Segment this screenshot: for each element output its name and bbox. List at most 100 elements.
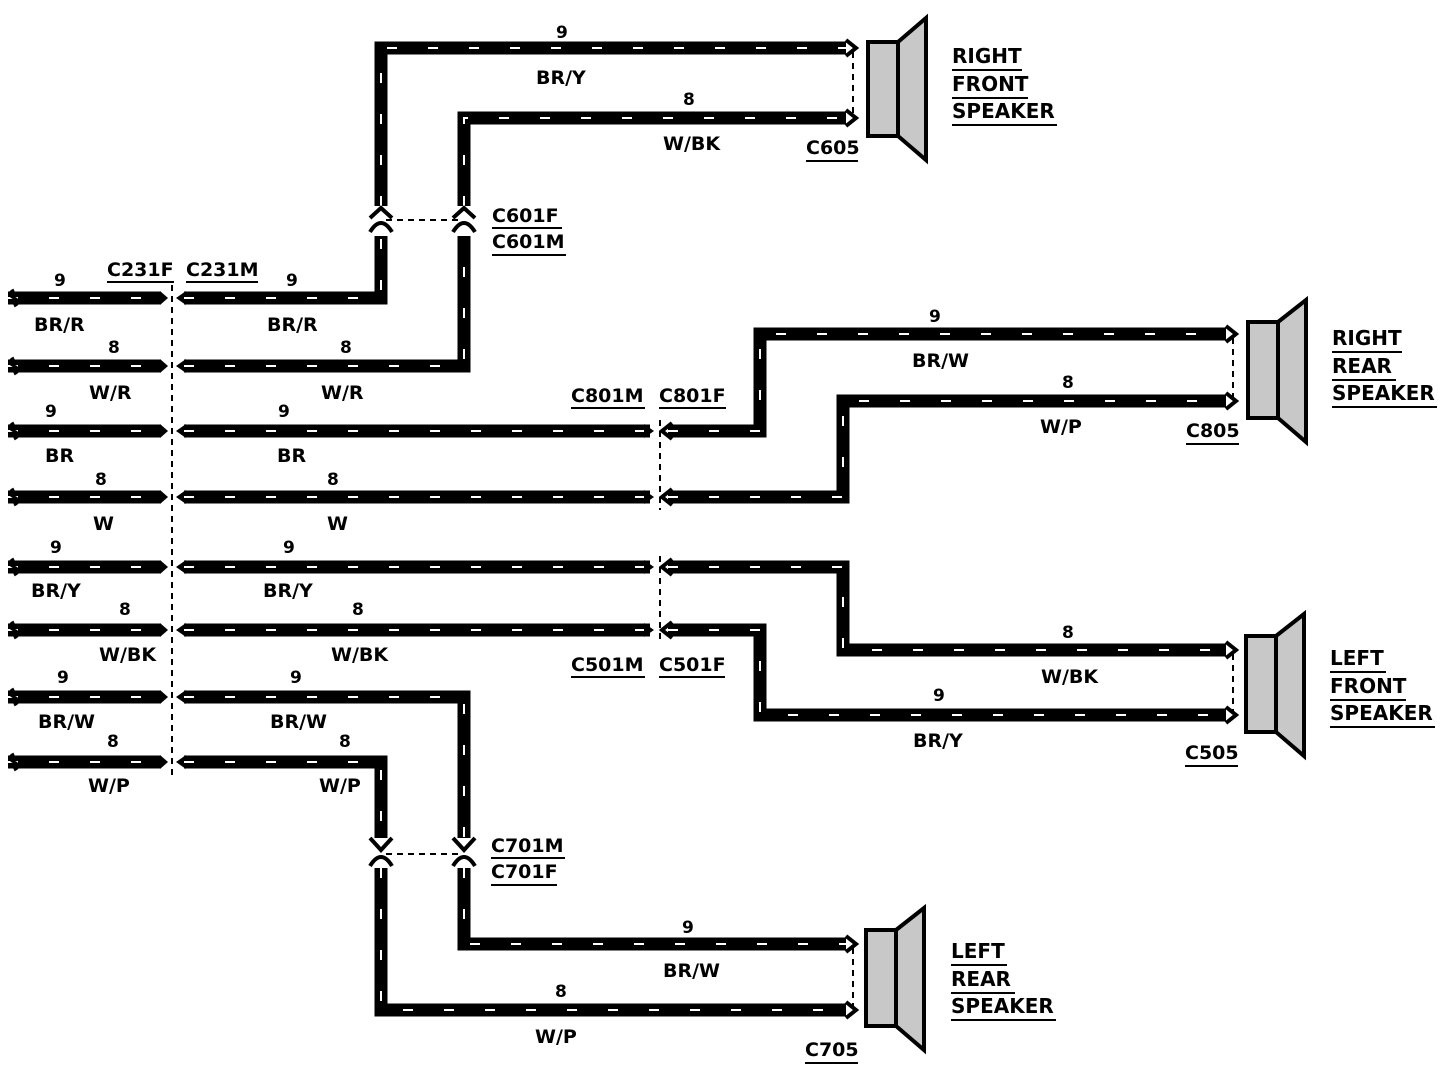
wire-color: BR/W xyxy=(270,711,327,733)
left-front-speaker-icon xyxy=(1244,609,1306,761)
wire-gauge: 8 xyxy=(119,600,131,620)
wire-color: W/BK xyxy=(331,644,389,666)
c501-connector xyxy=(644,556,674,642)
connector-labels: C231F C231M C601F C601M C605 C801M C801F… xyxy=(107,137,1240,1064)
wire-color: W xyxy=(93,513,114,535)
c805-connector xyxy=(1224,324,1240,411)
wire-gauge: 9 xyxy=(286,271,298,291)
right-front-wires xyxy=(184,41,846,373)
wire-gauge: 8 xyxy=(339,732,351,752)
wire-gauge: 9 xyxy=(290,668,302,688)
svg-text:SPEAKER: SPEAKER xyxy=(1332,381,1435,405)
svg-text:FRONT: FRONT xyxy=(1330,674,1407,698)
c505-label: C505 xyxy=(1185,742,1239,764)
wire-color: BR xyxy=(277,445,306,467)
wire-gauge: 9 xyxy=(45,402,57,422)
wire-color: W xyxy=(327,513,348,535)
svg-text:REAR: REAR xyxy=(1332,354,1392,378)
right-rear-wires xyxy=(184,327,1226,504)
svg-text:RIGHT: RIGHT xyxy=(952,44,1022,68)
left-rear-speaker-icon xyxy=(864,903,926,1055)
svg-text:SPEAKER: SPEAKER xyxy=(1330,701,1433,725)
wire-color: BR/W xyxy=(663,960,720,982)
svg-text:SPEAKER: SPEAKER xyxy=(952,99,1055,123)
wire-gauge: 8 xyxy=(1062,373,1074,393)
svg-text:FRONT: FRONT xyxy=(952,72,1029,96)
c231m-label: C231M xyxy=(186,259,259,281)
left-stub-labels: 9 BR/R 8 W/R 9 BR 8 W 9 BR/Y 8 W/BK 9 BR… xyxy=(31,271,157,797)
wire-color: BR xyxy=(45,445,74,467)
wire-gauge: 8 xyxy=(1062,623,1074,643)
wire-gauge: 8 xyxy=(340,338,352,358)
c601f-label: C601F xyxy=(492,205,559,227)
c231-connector xyxy=(160,285,186,775)
right-rear-speaker-icon xyxy=(1246,295,1308,447)
wire-color: BR/Y xyxy=(263,580,313,602)
wire-gauge: 9 xyxy=(278,402,290,422)
left-rear-wires xyxy=(184,690,846,1017)
c801m-label: C801M xyxy=(571,385,644,407)
wire-color: W/R xyxy=(321,382,364,404)
wire-color: W/BK xyxy=(663,133,721,155)
wire-color: W/P xyxy=(319,775,361,797)
svg-text:SPEAKER: SPEAKER xyxy=(951,994,1054,1018)
wire-color: BR/Y xyxy=(31,580,81,602)
left-rear-speaker-label: LEFT REAR SPEAKER xyxy=(951,939,1056,1021)
c231f-label: C231F xyxy=(107,259,174,281)
right-rear-speaker-label: RIGHT REAR SPEAKER xyxy=(1332,326,1437,408)
wire-color: BR/W xyxy=(38,711,95,733)
c505-connector xyxy=(1224,640,1240,725)
wire-gauge: 9 xyxy=(283,538,295,558)
wire-gauge: 9 xyxy=(50,538,62,558)
wire-color: W/P xyxy=(88,775,130,797)
c601-connector xyxy=(368,205,477,234)
c705-connector xyxy=(844,934,860,1020)
wire-color: BR/R xyxy=(34,314,85,336)
wire-color: W/BK xyxy=(1041,666,1099,688)
c705-label: C705 xyxy=(805,1039,859,1061)
wire-gauge: 8 xyxy=(555,982,567,1002)
c605-connector xyxy=(844,38,860,128)
wire-color: W/P xyxy=(535,1026,577,1048)
right-front-speaker-icon xyxy=(866,13,928,165)
wire-color: BR/W xyxy=(912,350,969,372)
wire-gauge: 9 xyxy=(54,271,66,291)
left-stub-wires xyxy=(8,291,160,769)
wire-color: W/R xyxy=(89,382,132,404)
wire-color: W/BK xyxy=(99,644,157,666)
c805-label: C805 xyxy=(1186,420,1240,442)
c701f-label: C701F xyxy=(491,861,558,883)
wire-color: W/P xyxy=(1040,416,1082,438)
svg-text:LEFT: LEFT xyxy=(1330,646,1384,670)
wire-gauge: 9 xyxy=(57,668,69,688)
wire-gauge: 8 xyxy=(327,470,339,490)
c501m-label: C501M xyxy=(571,654,644,676)
mid-run-labels: 9 BR/R 8 W/R 9 BR 8 W 9 BR/Y 8 W/BK 9 BR… xyxy=(263,271,389,797)
right-front-speaker-label: RIGHT FRONT SPEAKER xyxy=(952,44,1057,126)
wire-gauge: 9 xyxy=(929,307,941,327)
c605-label: C605 xyxy=(806,137,860,159)
c801f-label: C801F xyxy=(659,385,726,407)
svg-text:LEFT: LEFT xyxy=(951,939,1005,963)
c601m-label: C601M xyxy=(492,231,565,253)
wire-gauge: 9 xyxy=(556,23,568,43)
wire-color: BR/Y xyxy=(536,67,586,89)
wire-gauge: 9 xyxy=(933,686,945,706)
wire-gauge: 8 xyxy=(108,338,120,358)
wire-gauge: 8 xyxy=(683,90,695,110)
wire-gauge: 8 xyxy=(107,732,119,752)
wire-gauge: 8 xyxy=(352,600,364,620)
c801-connector xyxy=(644,420,674,510)
svg-text:REAR: REAR xyxy=(951,967,1011,991)
wire-color: BR/Y xyxy=(913,730,963,752)
c701m-label: C701M xyxy=(491,835,564,857)
wire-color: BR/R xyxy=(267,314,318,336)
wire-gauge: 8 xyxy=(95,470,107,490)
left-front-speaker-label: LEFT FRONT SPEAKER xyxy=(1330,646,1435,728)
left-front-wires xyxy=(184,560,1226,722)
break-marks xyxy=(8,288,20,772)
wire-gauge: 9 xyxy=(682,918,694,938)
svg-text:RIGHT: RIGHT xyxy=(1332,326,1402,350)
c701-connector xyxy=(368,836,477,868)
